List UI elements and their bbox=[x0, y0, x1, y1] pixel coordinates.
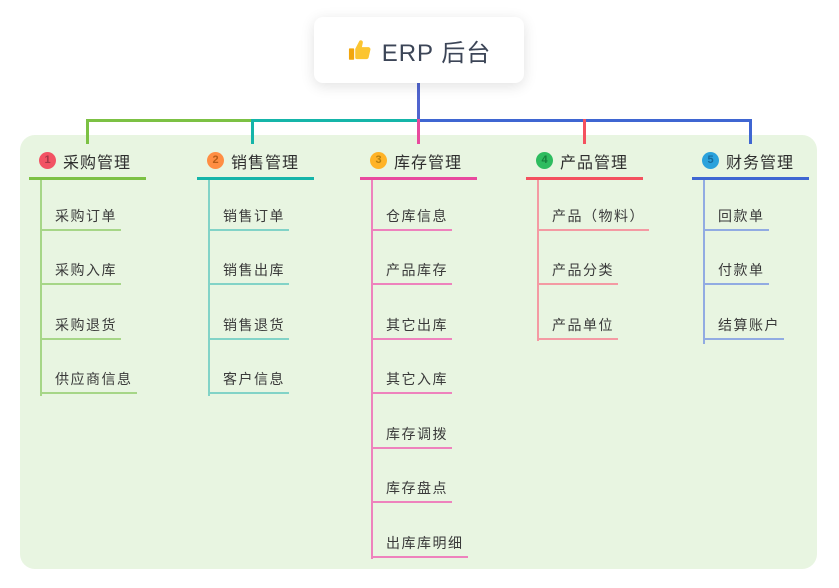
child-label: 库存盘点 bbox=[386, 480, 448, 497]
child-node[interactable]: 产品库存 bbox=[371, 245, 452, 285]
child-node[interactable]: 回款单 bbox=[703, 191, 769, 231]
child-label: 仓库信息 bbox=[386, 208, 448, 225]
child-label: 产品单位 bbox=[552, 317, 614, 334]
branch-label: 产品管理 bbox=[560, 154, 629, 172]
branch-number-badge: 4 bbox=[536, 152, 553, 169]
child-label: 产品库存 bbox=[386, 262, 448, 279]
branch-5-drop-line bbox=[749, 119, 752, 144]
child-node[interactable]: 供应商信息 bbox=[40, 354, 137, 394]
child-node[interactable]: 客户信息 bbox=[208, 354, 289, 394]
thumbs-up-icon bbox=[348, 40, 371, 60]
branch-2-spine-line bbox=[208, 180, 210, 396]
branch-number-badge: 3 bbox=[370, 152, 387, 169]
branch-label: 库存管理 bbox=[394, 154, 463, 172]
branch-1-drop-line bbox=[86, 119, 89, 144]
child-label: 供应商信息 bbox=[55, 371, 133, 388]
child-label: 采购退货 bbox=[55, 317, 117, 334]
child-label: 销售出库 bbox=[223, 262, 285, 279]
branch-node-purchase[interactable]: 1 采购管理 bbox=[29, 144, 146, 180]
child-node[interactable]: 出库库明细 bbox=[371, 518, 468, 558]
branch-5-spine-line bbox=[703, 180, 705, 344]
child-label: 其它入库 bbox=[386, 371, 448, 388]
child-node[interactable]: 采购订单 bbox=[40, 191, 121, 231]
branch-number-badge: 5 bbox=[702, 152, 719, 169]
branch-node-sales[interactable]: 2 销售管理 bbox=[197, 144, 314, 180]
child-node[interactable]: 产品（物料） bbox=[537, 191, 649, 231]
child-label: 其它出库 bbox=[386, 317, 448, 334]
child-node[interactable]: 产品单位 bbox=[537, 300, 618, 340]
branch-4-drop-line bbox=[583, 119, 586, 144]
branch-3-spine-line bbox=[371, 180, 373, 559]
child-label: 库存调拨 bbox=[386, 426, 448, 443]
root-title: ERP 后台 bbox=[381, 39, 492, 67]
child-label: 客户信息 bbox=[223, 371, 285, 388]
child-label: 产品（物料） bbox=[552, 208, 645, 225]
child-node[interactable]: 其它出库 bbox=[371, 300, 452, 340]
branch-label: 采购管理 bbox=[63, 154, 132, 172]
child-label: 销售退货 bbox=[223, 317, 285, 334]
child-label: 结算账户 bbox=[718, 317, 780, 334]
child-label: 付款单 bbox=[718, 262, 765, 279]
branch-number-badge: 2 bbox=[207, 152, 224, 169]
child-label: 销售订单 bbox=[223, 208, 285, 225]
branch-node-finance[interactable]: 5 财务管理 bbox=[692, 144, 809, 180]
child-node[interactable]: 产品分类 bbox=[537, 245, 618, 285]
child-label: 产品分类 bbox=[552, 262, 614, 279]
child-node[interactable]: 付款单 bbox=[703, 245, 769, 285]
branch-2-bus-line bbox=[251, 119, 420, 122]
branch-1-spine-line bbox=[40, 180, 42, 396]
child-node[interactable]: 库存调拨 bbox=[371, 409, 452, 449]
child-label: 出库库明细 bbox=[386, 535, 464, 552]
branch-label: 销售管理 bbox=[231, 154, 300, 172]
branch-3-drop-line bbox=[417, 119, 420, 144]
branch-label: 财务管理 bbox=[726, 154, 795, 172]
branch-2-drop-line bbox=[251, 119, 254, 144]
child-node[interactable]: 其它入库 bbox=[371, 354, 452, 394]
child-node[interactable]: 结算账户 bbox=[703, 300, 784, 340]
child-node[interactable]: 库存盘点 bbox=[371, 463, 452, 503]
child-node[interactable]: 仓库信息 bbox=[371, 191, 452, 231]
child-node[interactable]: 销售订单 bbox=[208, 191, 289, 231]
child-node[interactable]: 销售退货 bbox=[208, 300, 289, 340]
child-node[interactable]: 采购入库 bbox=[40, 245, 121, 285]
child-label: 回款单 bbox=[718, 208, 765, 225]
branch-node-inventory[interactable]: 3 库存管理 bbox=[360, 144, 477, 180]
branch-number-badge: 1 bbox=[39, 152, 56, 169]
canvas-panel bbox=[20, 135, 817, 569]
root-connector-line bbox=[417, 83, 420, 120]
child-label: 采购入库 bbox=[55, 262, 117, 279]
branch-4-spine-line bbox=[537, 180, 539, 341]
branch-node-product[interactable]: 4 产品管理 bbox=[526, 144, 643, 180]
child-node[interactable]: 销售出库 bbox=[208, 245, 289, 285]
child-node[interactable]: 采购退货 bbox=[40, 300, 121, 340]
root-node[interactable]: ERP 后台 bbox=[314, 17, 524, 83]
child-label: 采购订单 bbox=[55, 208, 117, 225]
